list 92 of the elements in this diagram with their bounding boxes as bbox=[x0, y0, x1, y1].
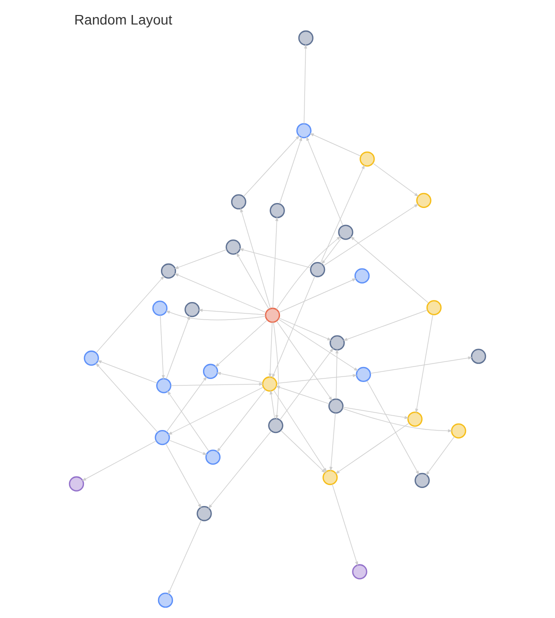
arrow bbox=[280, 348, 334, 420]
arrow bbox=[306, 136, 344, 226]
arrow bbox=[239, 248, 311, 268]
node-circle bbox=[416, 192, 432, 208]
diagram-title: Random Layout bbox=[74, 11, 172, 28]
arrow bbox=[168, 386, 264, 435]
node-circle bbox=[414, 472, 430, 488]
node-circle bbox=[264, 308, 280, 323]
node-circle bbox=[451, 423, 466, 438]
node-circle bbox=[356, 366, 372, 382]
node-circle bbox=[352, 564, 368, 580]
arrow bbox=[280, 430, 326, 474]
arrow bbox=[329, 412, 336, 472]
arrow bbox=[168, 440, 208, 455]
arrow bbox=[236, 252, 270, 310]
arrow bbox=[343, 310, 428, 341]
arrow bbox=[342, 406, 410, 419]
arrow bbox=[350, 236, 429, 304]
arrow bbox=[342, 408, 452, 432]
arrow bbox=[309, 133, 361, 156]
node-circle bbox=[262, 376, 278, 392]
arrow bbox=[96, 362, 158, 433]
arrow bbox=[270, 390, 275, 419]
arrow bbox=[366, 380, 420, 476]
arrow bbox=[268, 322, 273, 378]
node-circle bbox=[268, 418, 284, 434]
arrow bbox=[198, 308, 266, 316]
arrow bbox=[216, 389, 266, 452]
node-circle bbox=[205, 450, 221, 465]
node-circle bbox=[407, 412, 423, 427]
arrow bbox=[273, 390, 327, 472]
arrow bbox=[278, 318, 332, 340]
node-circle bbox=[154, 430, 170, 446]
arrow bbox=[170, 382, 264, 386]
node-circle bbox=[231, 194, 246, 210]
node-circle bbox=[322, 470, 338, 486]
arrow bbox=[276, 386, 330, 404]
node-circle bbox=[270, 203, 285, 218]
node-circle bbox=[84, 350, 99, 366]
node-circle bbox=[184, 302, 200, 318]
arrow bbox=[166, 376, 207, 432]
arrow bbox=[273, 322, 279, 420]
arrow bbox=[321, 238, 342, 265]
arrow bbox=[370, 356, 473, 374]
node-circle bbox=[196, 506, 212, 522]
arrow bbox=[272, 216, 278, 309]
arrow bbox=[320, 164, 365, 264]
node-circle bbox=[354, 268, 370, 284]
arrow bbox=[372, 162, 419, 197]
arrow bbox=[168, 520, 202, 595]
node-circle bbox=[68, 476, 84, 492]
node-circle bbox=[298, 30, 314, 46]
arrow bbox=[276, 374, 358, 384]
arrow bbox=[304, 44, 308, 124]
node-circle bbox=[310, 262, 326, 278]
node-circle bbox=[360, 151, 375, 167]
arrow bbox=[167, 390, 210, 452]
node-circle bbox=[226, 240, 241, 255]
arrow bbox=[174, 273, 266, 313]
arrow bbox=[278, 318, 358, 372]
arrow bbox=[332, 484, 358, 566]
arrow bbox=[165, 443, 202, 508]
node-circle bbox=[470, 348, 486, 364]
arrow bbox=[335, 348, 339, 400]
arrow bbox=[82, 440, 156, 482]
node-circle bbox=[152, 300, 168, 316]
arrow bbox=[240, 208, 271, 309]
arrow bbox=[278, 278, 357, 313]
arrow bbox=[243, 135, 300, 197]
arrow bbox=[96, 276, 165, 353]
node-circle bbox=[330, 335, 345, 350]
arrow bbox=[335, 422, 410, 474]
arrow bbox=[216, 372, 263, 383]
arrow bbox=[215, 320, 268, 368]
node-circle bbox=[158, 592, 174, 608]
arrow bbox=[276, 236, 341, 310]
arrow bbox=[208, 430, 272, 509]
arrow bbox=[415, 314, 434, 414]
node-circle bbox=[338, 224, 354, 240]
arrow bbox=[166, 310, 266, 320]
arrow bbox=[276, 320, 332, 401]
node-circle bbox=[156, 378, 172, 394]
arrow bbox=[174, 249, 227, 269]
arrow bbox=[160, 315, 165, 380]
arrow bbox=[166, 315, 190, 380]
node-circle bbox=[328, 398, 344, 414]
arrow bbox=[97, 360, 158, 384]
arrow bbox=[279, 136, 302, 204]
arrow bbox=[426, 436, 455, 476]
node-circle bbox=[426, 300, 442, 316]
arrow bbox=[272, 276, 316, 378]
arrow bbox=[323, 204, 419, 266]
